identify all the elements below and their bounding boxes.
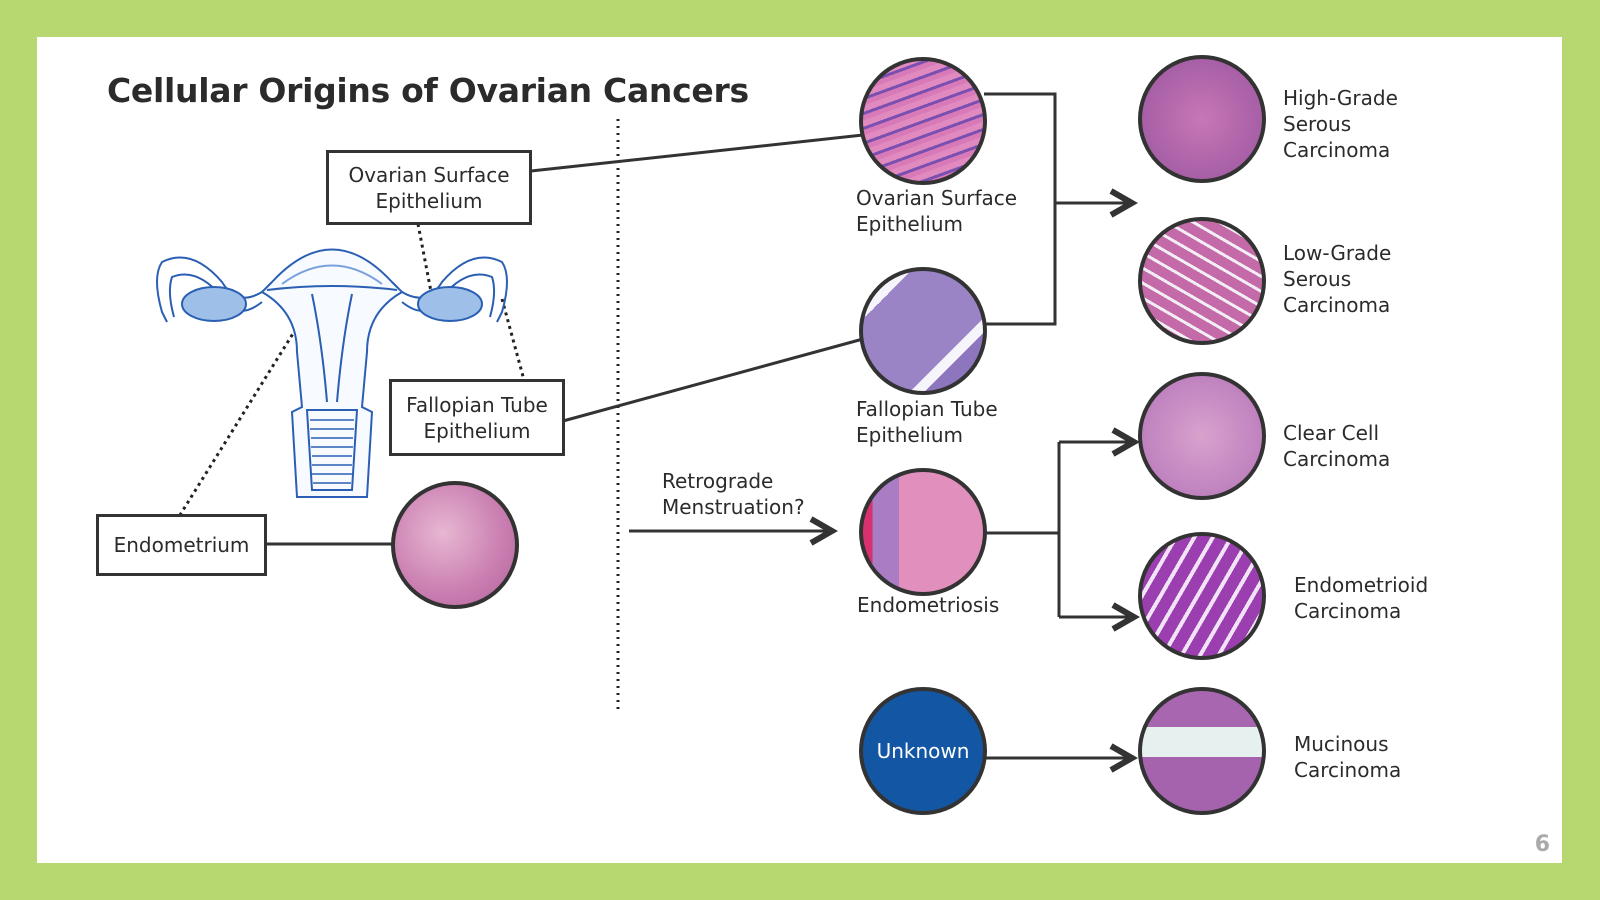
- label-line: Serous: [1283, 112, 1352, 136]
- label-line: Low-Grade: [1283, 241, 1392, 265]
- slide: Cellular Origins of Ovarian Cancers: [37, 37, 1562, 863]
- fte-box-to-circle: [562, 337, 864, 423]
- ose-box-to-circle: [530, 133, 864, 173]
- endometrium-callout-box: Endometrium: [96, 514, 267, 576]
- endometrium-histology-image: [391, 481, 519, 609]
- label-line: Ovarian Surface: [856, 186, 1018, 210]
- label-line: Carcinoma: [1294, 599, 1402, 623]
- label-line: Carcinoma: [1283, 447, 1391, 471]
- page-number: 6: [1534, 832, 1550, 857]
- label-line: Carcinoma: [1283, 138, 1391, 162]
- endometrioid-histology-image: [1138, 532, 1266, 660]
- unknown-label: Unknown: [876, 739, 970, 763]
- label-line: Endometriosis: [857, 593, 1000, 617]
- label-line: Carcinoma: [1283, 293, 1391, 317]
- high-grade-serous-histology-image: [1138, 55, 1266, 183]
- callout-line: Epithelium: [375, 188, 483, 213]
- slide-title: Cellular Origins of Ovarian Cancers: [107, 71, 749, 110]
- origin-label-endometriosis: Endometriosis: [857, 592, 999, 618]
- label-line: Carcinoma: [1294, 758, 1402, 782]
- label-line: Clear Cell: [1283, 421, 1380, 445]
- unknown-origin-circle: Unknown: [859, 687, 987, 815]
- endometriosis-histology-image: [859, 468, 987, 596]
- label-line: Endometrioid: [1294, 573, 1429, 597]
- serous-bracket: [984, 92, 1057, 326]
- label-line: Epithelium: [856, 212, 963, 236]
- callout-line: Fallopian Tube: [406, 392, 548, 417]
- label-line: Fallopian Tube: [856, 397, 998, 421]
- connector-lines: [178, 92, 1562, 863]
- label-line: High-Grade: [1283, 86, 1398, 110]
- clear-cell-histology-image: [1138, 372, 1266, 500]
- callout-line: Ovarian Surface: [348, 162, 510, 187]
- uterus-illustration: [156, 248, 508, 498]
- label-line: Epithelium: [856, 423, 963, 447]
- label-line: Mucinous: [1294, 732, 1389, 756]
- right-ovary: [417, 286, 483, 322]
- label-line: Menstruation?: [662, 495, 805, 519]
- label-line: Serous: [1283, 267, 1352, 291]
- label-line: Retrograde: [662, 469, 774, 493]
- low-grade-serous-histology-image: [1138, 217, 1266, 345]
- left-ovary: [181, 286, 247, 322]
- mucinous-histology-image: [1138, 687, 1266, 815]
- callout-line: Epithelium: [423, 418, 531, 443]
- fallopian-tube-histology-image: [859, 267, 987, 395]
- ovarian-surface-histology-image: [859, 57, 987, 185]
- callout-line: Endometrium: [113, 533, 250, 557]
